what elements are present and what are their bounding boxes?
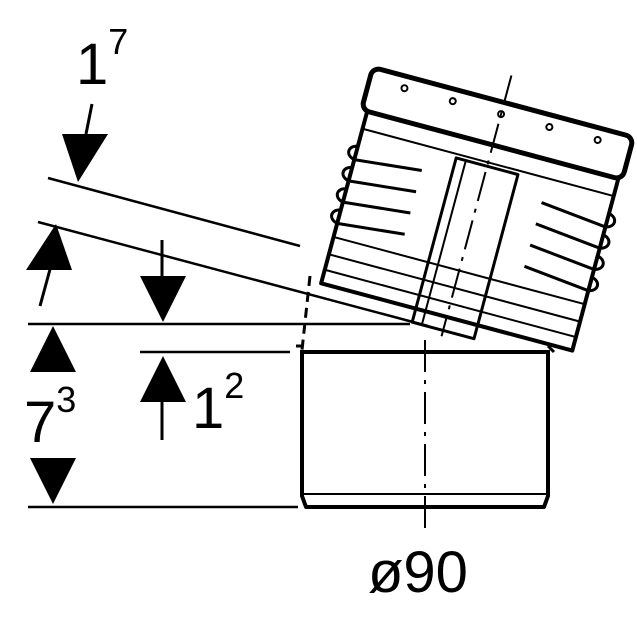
socket-depth-label: 12 <box>192 365 244 441</box>
joint-dashed-line <box>300 275 312 351</box>
socket-body <box>300 350 550 509</box>
tilted-axis <box>440 75 513 337</box>
dimension-socket-depth-arrows <box>140 240 186 440</box>
diameter-label: ø90 <box>368 540 468 605</box>
dimension-height-arrows <box>30 326 76 504</box>
tilted-bend-section <box>319 66 635 353</box>
extension-lines <box>28 176 429 509</box>
cap-ring <box>360 66 635 181</box>
dimension-offset-top-arrow <box>26 103 108 307</box>
height-total-label: 73 <box>24 379 76 455</box>
cap-rivets <box>400 84 602 144</box>
right-ribs <box>523 201 617 293</box>
left-ribs <box>330 144 422 236</box>
offset-top-label: 17 <box>76 21 128 97</box>
